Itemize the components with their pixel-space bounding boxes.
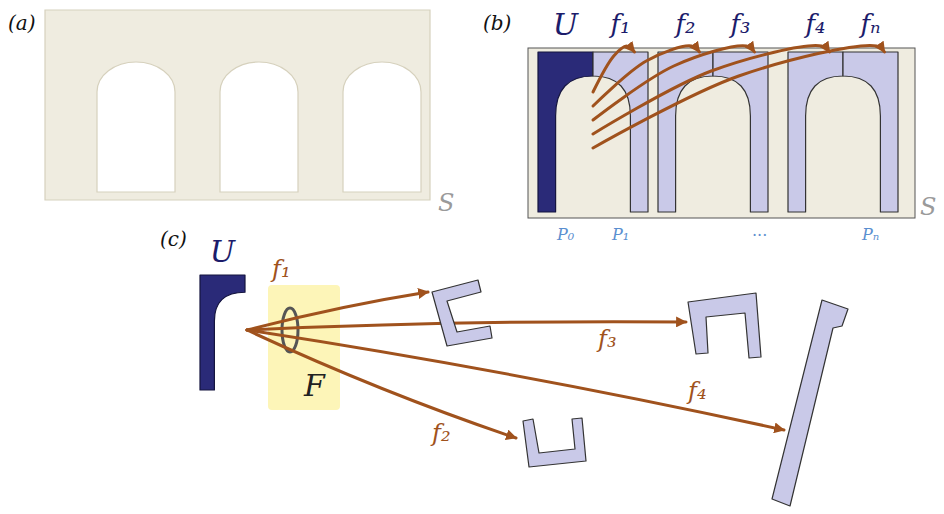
ellipsis-label: ... (752, 222, 767, 240)
highlight-box (268, 285, 340, 410)
piece-shape (658, 52, 713, 212)
map-label: f₄ (688, 378, 707, 406)
mapping-arrow (247, 292, 428, 330)
wall-piece: fₙPₙ (843, 52, 898, 212)
mapping-arrow (593, 45, 885, 148)
piece-outline (658, 52, 713, 212)
wall-piece: f₃ (713, 52, 768, 212)
piece-outline (593, 52, 648, 212)
part-label: Pₙ (862, 226, 879, 244)
piece-outline (538, 52, 593, 212)
lens-ellipse (282, 308, 298, 352)
map-label: f₂ (675, 10, 695, 40)
lens-highlight: F (268, 285, 340, 410)
wall-piece: f₁P₁ (593, 52, 648, 212)
piece-shape (538, 52, 593, 212)
piece-label: U (210, 235, 235, 270)
map-label: fₙ (860, 10, 880, 40)
deformed-piece (432, 280, 492, 346)
deformed-pieces (432, 280, 848, 506)
piece-outline (200, 275, 245, 390)
mapping-arrow (247, 330, 784, 430)
piece-outline (713, 52, 768, 212)
piece-label: U (553, 8, 578, 43)
wall-partitioned: SUP₀f₁P₁f₂f₃f₄fₙPₙ (528, 48, 915, 218)
map-label: f₁ (272, 256, 291, 284)
wall-piece: f₂ (658, 52, 713, 212)
wall-arches (45, 10, 430, 200)
map-label: f₂ (432, 420, 451, 448)
map-label: f₁ (610, 10, 630, 40)
part-label: P₀ (557, 226, 574, 244)
wall-solid: S (45, 10, 430, 200)
wall-shape (45, 10, 430, 200)
mapping-arrow (593, 46, 830, 134)
piece-shape (200, 275, 245, 390)
wall-outline (528, 48, 915, 218)
set-label: S (438, 190, 454, 218)
map-label: f₄ (805, 10, 825, 40)
reference-piece: U (200, 275, 245, 390)
wall-piece: f₄ (788, 52, 843, 212)
deformed-piece (523, 418, 586, 467)
panel-label: (a) (8, 12, 36, 35)
piece-shape (713, 52, 768, 212)
piece-shape (788, 52, 843, 212)
panel-label: (c) (160, 228, 187, 251)
piece-shape (843, 52, 898, 212)
reference-piece: UP₀ (538, 52, 593, 212)
panel-label: (b) (483, 12, 511, 35)
deformed-piece (688, 293, 761, 358)
set-label: S (920, 194, 936, 222)
mapping-arrow (593, 46, 635, 92)
map-label: f₃ (598, 326, 617, 354)
piece-outline (843, 52, 898, 212)
operator-label: F (304, 369, 325, 404)
piece-outline (788, 52, 843, 212)
mapping-arrow (247, 330, 516, 438)
mapping-arrows (247, 292, 784, 438)
piece-shape (593, 52, 648, 212)
map-label: f₃ (730, 10, 750, 40)
part-label: P₁ (612, 226, 629, 244)
deformed-piece (772, 300, 848, 506)
mapping-arrow (247, 322, 686, 330)
mapping-arrow (593, 46, 700, 106)
mapping-arrow (593, 46, 755, 120)
